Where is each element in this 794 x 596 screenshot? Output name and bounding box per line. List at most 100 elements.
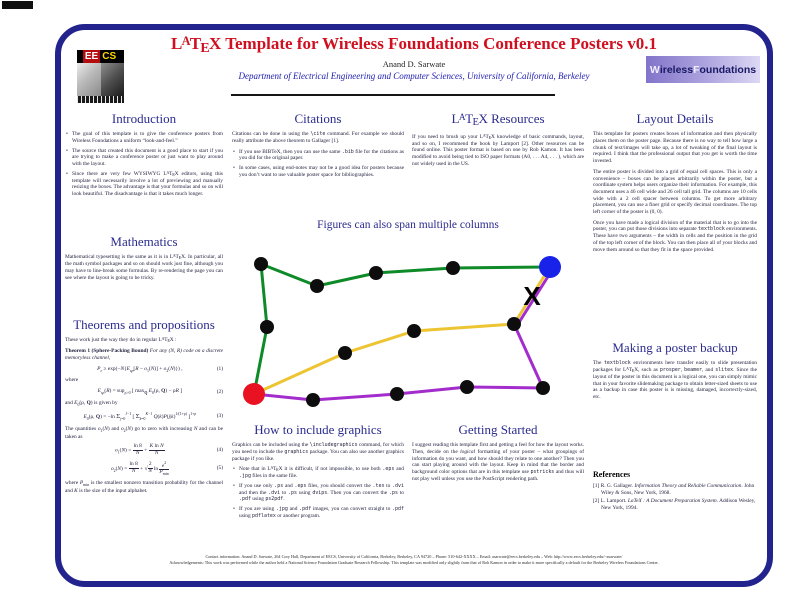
network-graph-figure: X	[243, 256, 561, 407]
section-mathematics: Mathematics Mathematical typesetting is …	[65, 234, 223, 285]
layout-details-heading: Layout Details	[636, 111, 714, 126]
equation-2: Esp(R) = supρ>0 [ maxQ E0(ρ, Q) − ρR ] (…	[65, 388, 223, 396]
graph-node-m2	[407, 324, 421, 338]
references-heading: References	[593, 470, 631, 479]
reference-item-2: [2] L. Lamport. LaTeX : A Document Prepa…	[593, 498, 756, 512]
graph-edge	[466, 385, 544, 390]
graph-edge	[452, 265, 551, 270]
poster-backup-heading: Making a poster backup	[612, 340, 738, 355]
equation-3-number: (3)	[216, 413, 223, 420]
layout-details-paragraph-3: Once you have made a logical division of…	[593, 219, 757, 253]
eecs-logo-caption-band	[77, 96, 124, 103]
equation-1: Pe ≥ exp(−N{Esp[R − o1(N)] + o2(N)}) , (…	[65, 366, 223, 374]
section-references: References [1] R. G. Gallager. Informati…	[593, 470, 757, 514]
graph-node-a3	[260, 320, 274, 334]
citations-bullet: In some cases, using end-notes may not b…	[232, 165, 404, 178]
eecs-logo-image-left	[77, 63, 101, 96]
affiliation: Department of Electrical Engineering and…	[238, 71, 590, 81]
equation-5-number: (5)	[216, 465, 223, 472]
graph-edge	[312, 392, 398, 402]
section-getting-started: Getting Started I suggest reading this t…	[412, 422, 584, 487]
section-theorems: Theorems and propositions These work jus…	[65, 317, 223, 499]
equation-2-body: Esp(R) = supρ>0 [ maxQ E0(ρ, Q) − ρR ]	[97, 388, 183, 396]
introduction-heading: Introduction	[111, 111, 177, 126]
introduction-bullet: Since there are very few WYSIWYG LATEX e…	[65, 171, 223, 198]
theorems-given: and E0(ρ, Q) is given by	[65, 400, 118, 408]
poster-backup-paragraph: The textblock environments here transfer…	[593, 360, 758, 400]
section-poster-backup: Making a poster backup The textblock env…	[593, 340, 758, 405]
layout-details-paragraph-1: This template for posters creates boxes …	[593, 131, 757, 165]
theorems-where: where	[65, 377, 79, 384]
theorems-heading: Theorems and propositions	[73, 317, 215, 332]
graph-edge	[260, 262, 318, 288]
getting-started-paragraph: I suggest reading this template first an…	[412, 442, 584, 482]
citations-paragraph: Citations can be done in using the \cite…	[232, 131, 404, 144]
graph-node-a1	[254, 257, 268, 271]
getting-started-heading: Getting Started	[458, 422, 538, 437]
graph-node-a5	[446, 261, 460, 275]
figure-title: Figures can also span multiple columns	[317, 219, 499, 231]
graph-edge	[259, 263, 269, 328]
graph-node-a2	[310, 279, 324, 293]
citations-bullet: If you use BIBTeX, then you can use the …	[232, 149, 404, 162]
section-layout-details: Layout Details This template for posters…	[593, 111, 757, 257]
graph-node-m3	[338, 346, 352, 360]
latex-resources-heading: LATEX Resources	[451, 111, 545, 129]
section-citations: Citations Citations can be done in using…	[232, 111, 404, 182]
mathematics-paragraph: Mathematical typesetting is the same as …	[65, 254, 223, 281]
graphics-paragraph: Graphics can be included using the \incl…	[232, 442, 404, 462]
layout-details-paragraph-2: The entire poster is divided into a grid…	[593, 168, 757, 216]
graph-node-source	[243, 383, 265, 405]
graph-edge	[375, 266, 454, 275]
equation-1-number: (1)	[216, 366, 223, 373]
graph-node-m1	[507, 317, 521, 331]
eecs-logo-image-right	[100, 63, 124, 96]
eecs-logo-ee-text: EE	[82, 50, 101, 63]
introduction-bullet: The goal of this template is to give the…	[65, 131, 223, 144]
graph-edge	[316, 271, 377, 288]
equation-3: E0(ρ, Q) = −ln Σj=0J−1 [ Σk=0K−1 Q(k)P(j…	[65, 412, 223, 422]
theorems-quantities: The quantities o1(N) and o2(N) go to zer…	[65, 425, 223, 440]
footer-contact-line: Contact information: Anand D. Sarwate, 2…	[205, 554, 623, 559]
graph-edge	[512, 266, 552, 325]
section-graphics: How to include graphics Graphics can be …	[232, 422, 404, 522]
citations-heading: Citations	[294, 111, 342, 126]
graph-edge	[413, 322, 515, 333]
graph-edge	[344, 329, 415, 355]
header-divider	[231, 94, 555, 96]
section-latex-resources: LATEX Resources If you need to brush up …	[412, 111, 584, 172]
reference-item-1: [1] R. G. Gallager. Information Theory a…	[593, 482, 755, 496]
introduction-bullet: The source that created this document is…	[65, 148, 223, 168]
graph-edge	[396, 385, 468, 396]
edge-failure-x-marker: X	[523, 281, 541, 311]
graph-edge	[253, 351, 346, 396]
graphics-bullet: Note that in LATEX it is difficult, if n…	[232, 466, 404, 480]
author-name: Anand D. Sarwate	[382, 59, 446, 69]
poster-title: LATEX Template for Wireless Foundations …	[171, 34, 657, 56]
equation-4-number: (4)	[216, 447, 223, 454]
theorems-intro: These work just the way they do in regul…	[65, 337, 177, 344]
graph-edge	[252, 326, 269, 395]
graph-node-b2	[390, 387, 404, 401]
graph-node-b1	[306, 393, 320, 407]
latex-resources-paragraph: If you need to brush up your LATEX knowl…	[412, 133, 584, 167]
graphics-bullet: If you use only .ps and .eps files, you …	[232, 483, 404, 503]
poster-footer: Contact information: Anand D. Sarwate, 2…	[61, 554, 767, 565]
graph-node-sink	[539, 256, 561, 278]
graphics-heading: How to include graphics	[254, 422, 382, 437]
footer-acknowledgements-line: Acknowledgements: This work was performe…	[169, 559, 659, 565]
equation-2-number: (2)	[216, 388, 223, 395]
poster: LATEX Template for Wireless Foundations …	[55, 24, 773, 587]
eecs-logo-cs-text: CS	[102, 51, 117, 62]
graphics-bullet: If you are using .jpg and .pdf images, y…	[232, 506, 404, 519]
scan-artifact	[2, 1, 33, 9]
graph-node-b4	[536, 381, 550, 395]
mathematics-heading: Mathematics	[110, 234, 178, 249]
